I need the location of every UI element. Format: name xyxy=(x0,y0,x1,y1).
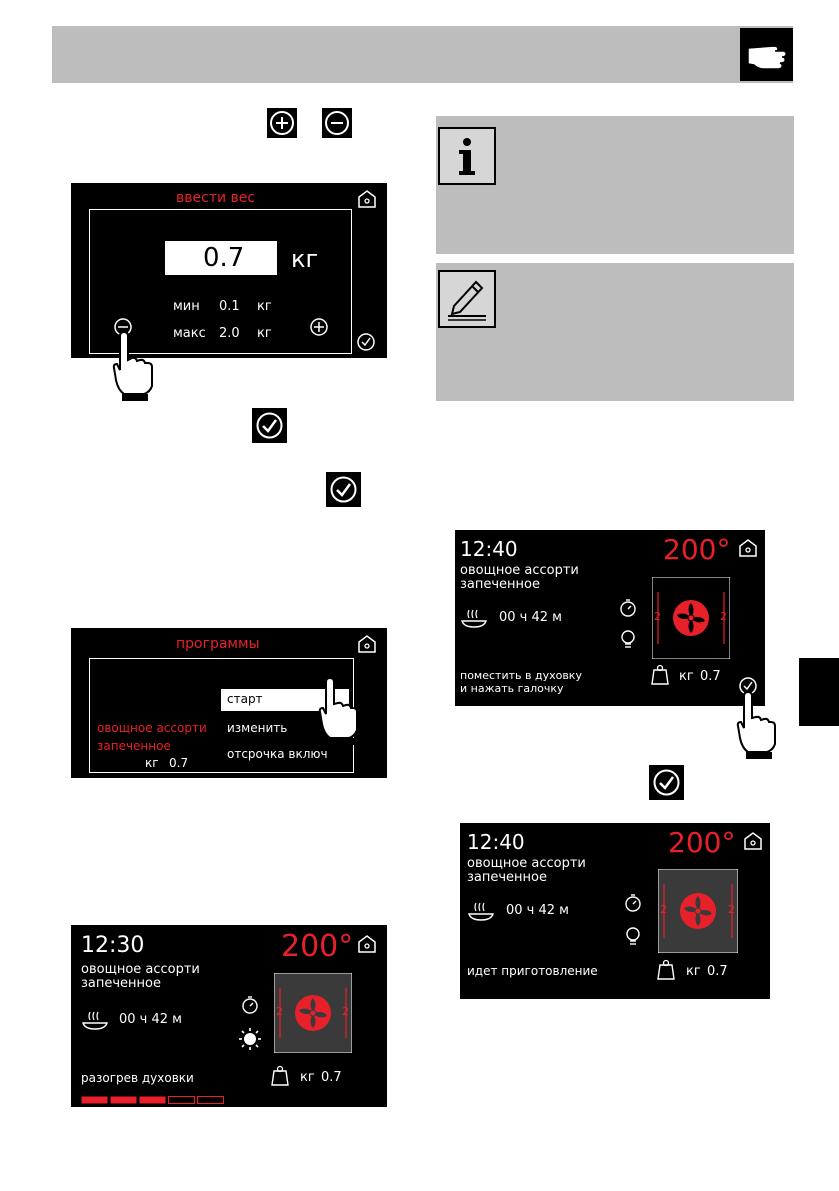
check-icon xyxy=(649,765,684,800)
progress-segment-empty xyxy=(197,1096,224,1104)
weight-icon xyxy=(651,664,669,685)
timer-icon xyxy=(625,894,641,912)
oven-fan-display: 2 2 xyxy=(273,972,353,1054)
pencil-note-icon xyxy=(438,270,496,328)
duration: 00 ч 42 м xyxy=(119,1012,182,1027)
page-header-band xyxy=(52,26,793,83)
pointing-hand-icon xyxy=(740,28,793,81)
cooking-screen: 12:40 200° овощное ассорти запеченное 00… xyxy=(460,823,770,999)
screen-title: программы xyxy=(176,636,260,652)
home-icon[interactable] xyxy=(738,538,758,558)
level-left: 2 xyxy=(654,610,661,623)
min-value: 0.1 xyxy=(219,299,240,314)
programs-screen: программы старт изменить отсрочка включ … xyxy=(71,628,387,790)
weight-screen: ввести вес 0.7 кг мин 0.1 кг макс 2.0 кг xyxy=(71,183,387,358)
oven-fan-display: 2 2 xyxy=(657,868,739,954)
home-icon[interactable] xyxy=(357,634,377,654)
weight-unit: кг xyxy=(291,245,319,273)
timer-icon xyxy=(242,996,258,1014)
dish-icon xyxy=(82,1011,108,1030)
level-left: 2 xyxy=(276,1005,283,1018)
weight-label: кг xyxy=(679,669,694,684)
weight-icon xyxy=(271,1065,289,1086)
dish-icon xyxy=(468,902,494,921)
clock-time: 12:40 xyxy=(460,537,518,561)
preheat-progress-bar xyxy=(81,1089,226,1104)
recipe-name-line2: запеченное xyxy=(460,577,541,592)
temperature: 200° xyxy=(668,826,736,859)
plus-icon xyxy=(267,108,297,138)
status-text: идет приготовление xyxy=(467,964,598,978)
max-unit: кг xyxy=(257,326,272,341)
info-icon xyxy=(438,127,496,185)
progress-segment-filled xyxy=(81,1096,108,1104)
menu-item-start[interactable]: старт xyxy=(221,689,349,711)
pointing-finger-icon xyxy=(112,330,153,401)
status-line2: и нажать галочку xyxy=(460,682,564,695)
duration: 00 ч 42 м xyxy=(506,903,569,918)
max-label: макс xyxy=(173,326,206,341)
screen-title: ввести вес xyxy=(176,190,256,206)
status-text: разогрев духовки xyxy=(81,1071,194,1085)
weight-icon xyxy=(657,959,675,980)
home-icon[interactable] xyxy=(357,934,377,954)
recipe-name-line2: запеченное xyxy=(81,976,162,991)
recipe-name-line1: овощное ассорти xyxy=(460,563,579,578)
level-right: 2 xyxy=(720,610,727,623)
weight-value: 0.7 xyxy=(203,243,245,273)
status-line1: поместить в духовку xyxy=(460,669,582,682)
oven-light-icon xyxy=(239,1028,261,1050)
level-right: 2 xyxy=(728,903,735,916)
confirm-check-button[interactable] xyxy=(356,332,376,352)
temperature: 200° xyxy=(663,533,731,566)
progress-segment-filled xyxy=(139,1096,166,1104)
home-icon[interactable] xyxy=(743,831,763,851)
chapter-tab xyxy=(799,658,839,726)
clock-time: 12:40 xyxy=(467,830,525,854)
weight-value: 0.7 xyxy=(169,756,189,770)
level-value: 2 xyxy=(171,776,179,790)
duration: 00 ч 42 м xyxy=(499,610,562,625)
level-left: 2 xyxy=(660,903,667,916)
recipe-name-line1: овощное ассорти xyxy=(81,962,200,977)
pointing-finger-icon xyxy=(318,676,358,745)
weight-label: кг xyxy=(145,756,159,770)
oven-fan-display: 2 2 xyxy=(651,576,731,660)
place-in-oven-screen: 12:40 200° овощное ассорти запеченное 00… xyxy=(455,530,765,706)
minus-icon xyxy=(322,108,352,138)
clock-time: 12:30 xyxy=(81,933,145,958)
bulb-icon xyxy=(621,630,635,648)
temperature: 200° xyxy=(281,929,354,964)
progress-segment-filled xyxy=(110,1096,137,1104)
timer-icon xyxy=(620,599,636,617)
max-value: 2.0 xyxy=(219,326,240,341)
weight-value: 0.7 xyxy=(707,964,728,979)
dish-icon xyxy=(461,609,487,628)
recipe-name-line2: запеченное xyxy=(97,739,171,753)
recipe-name-line1: овощное ассорти xyxy=(97,721,207,735)
level-label: уровень xyxy=(109,776,161,790)
weight-value: 0.7 xyxy=(321,1070,342,1085)
bulb-icon xyxy=(626,927,640,945)
min-label: мин xyxy=(173,299,200,314)
menu-item-delay[interactable]: отсрочка включ xyxy=(227,747,328,761)
preheat-screen: 12:30 200° овощное ассорти запеченное 00… xyxy=(71,925,387,1107)
home-icon[interactable] xyxy=(357,189,377,209)
weight-label: кг xyxy=(686,964,701,979)
level-right: 2 xyxy=(342,1005,349,1018)
recipe-name-line1: овощное ассорти xyxy=(467,856,586,871)
pointing-finger-icon xyxy=(736,690,776,759)
recipe-name-line2: запеченное xyxy=(467,870,548,885)
weight-label: кг xyxy=(300,1070,315,1085)
check-icon xyxy=(326,472,361,507)
weight-input[interactable]: 0.7 xyxy=(165,241,277,275)
min-unit: кг xyxy=(257,299,272,314)
weight-value: 0.7 xyxy=(700,669,721,684)
menu-item-modify[interactable]: изменить xyxy=(227,721,288,735)
plus-button[interactable] xyxy=(309,317,329,337)
progress-segment-empty xyxy=(168,1096,195,1104)
content-frame xyxy=(89,209,352,354)
check-icon xyxy=(252,408,287,443)
